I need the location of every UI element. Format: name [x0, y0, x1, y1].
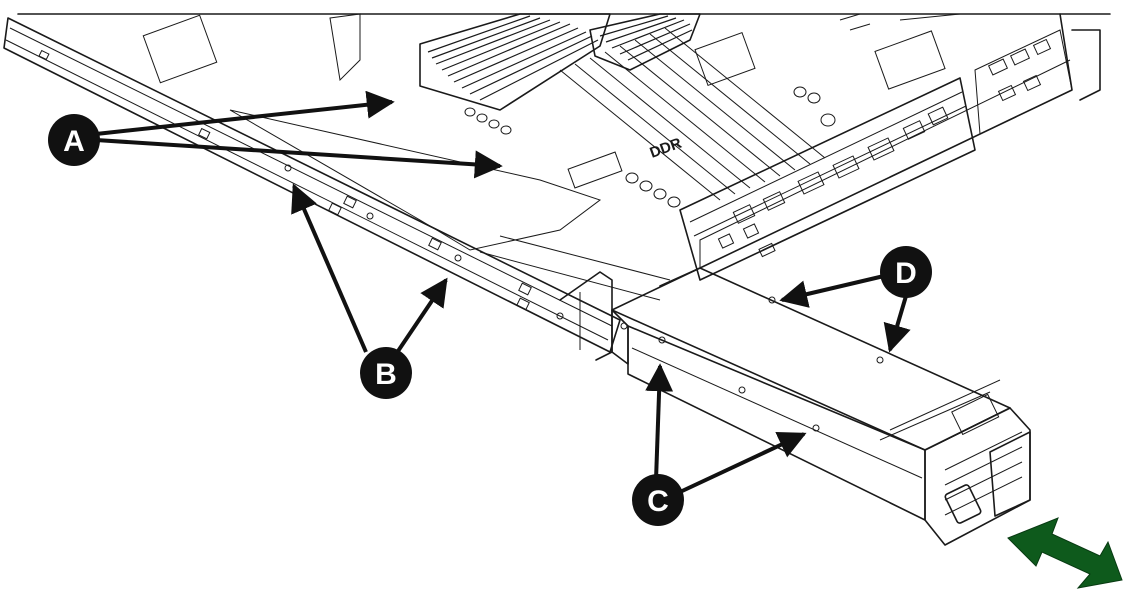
power-supply-module: [611, 267, 1031, 546]
callout-a-label: A: [63, 125, 85, 158]
cpu-heatsinks: [419, 13, 701, 111]
callout-d-label: D: [895, 257, 917, 290]
arrow-a-2: [95, 138, 503, 179]
rear-io-panel: [679, 29, 1073, 281]
arrow-c-1: [645, 363, 674, 481]
direction-arrow-icon: [1007, 517, 1123, 589]
pointer-arrows: [95, 90, 911, 494]
arrow-c-2: [679, 431, 807, 494]
callout-b-label: B: [375, 358, 397, 391]
callout-b: B: [360, 347, 412, 399]
callout-c: C: [632, 474, 684, 526]
board-components: [142, 13, 961, 208]
ddr-label: DDR: [648, 135, 685, 162]
arrow-b-2: [390, 277, 448, 362]
memory-slots: DDR: [559, 27, 826, 201]
arrow-b-1: [291, 183, 368, 353]
callout-c-label: C: [647, 485, 669, 518]
power-socket: [944, 484, 982, 524]
callout-a: A: [48, 114, 100, 166]
chassis-illustration: DDR: [3, 13, 1111, 361]
callout-d: D: [880, 246, 932, 298]
arrow-a-1: [95, 90, 395, 136]
arrow-d-2: [883, 295, 911, 353]
arrow-d-1: [779, 274, 885, 308]
